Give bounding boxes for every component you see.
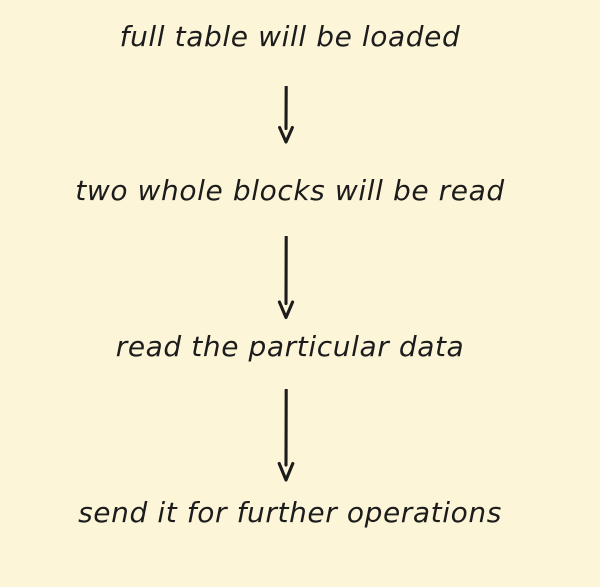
flow-step-read-the-particular-data: read the particular data xyxy=(115,330,465,363)
arrow-down-icon-step1-to-step2 xyxy=(256,85,316,148)
flow-step-full-table-will-be-loaded: full table will be loaded xyxy=(119,20,461,53)
flow-step-send-it-for-further-operations: send it for further operations xyxy=(78,496,502,529)
arrow-down-icon-step2-to-step3 xyxy=(256,235,316,324)
flow-step-two-whole-blocks-will-be-read: two whole blocks will be read xyxy=(75,174,505,207)
arrow-down-icon-step3-to-step4 xyxy=(256,388,316,487)
